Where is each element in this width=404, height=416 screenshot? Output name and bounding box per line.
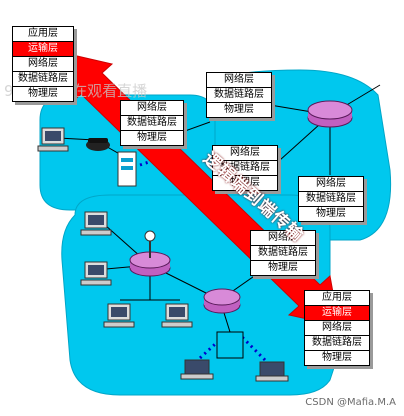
server-icon <box>117 151 137 187</box>
layer-label: 应用层 <box>13 27 73 42</box>
protocol-stack-router-b: 网络层数据链路层物理层 <box>206 72 272 118</box>
layer-label: 网络层 <box>251 231 315 246</box>
desktop-computer-icon <box>103 303 135 328</box>
desktop-computer-icon <box>80 211 112 236</box>
layer-label: 网络层 <box>13 57 73 72</box>
router-icon <box>307 100 353 128</box>
layer-label: 物理层 <box>224 104 254 115</box>
layer-label: 网络层 <box>207 73 271 88</box>
desktop-computer-icon <box>37 127 69 152</box>
layer-label: 物理层 <box>137 132 167 143</box>
antenna-icon <box>144 230 156 258</box>
layer-label: 数据链路层 <box>299 192 363 207</box>
source-credit: CSDN @Mafia.M.A <box>305 397 396 408</box>
desktop-computer-icon <box>80 261 112 286</box>
desktop-computer-icon <box>161 303 193 328</box>
layer-label: 网络层 <box>121 101 183 116</box>
wireless-links <box>139 148 267 362</box>
layer-label: 物理层 <box>28 88 58 99</box>
layer-label: 物理层 <box>230 177 260 188</box>
layer-label: 运输层 <box>13 42 73 57</box>
layer-label: 数据链路层 <box>13 72 73 87</box>
layer-label: 数据链路层 <box>251 246 315 261</box>
layer-label: 网络层 <box>213 146 277 161</box>
layer-label: 数据链路层 <box>305 336 369 351</box>
layer-label: 应用层 <box>305 291 369 306</box>
laptop-icon <box>255 361 289 382</box>
layer-label: 物理层 <box>316 208 346 219</box>
layer-label: 运输层 <box>305 306 369 321</box>
layer-label: 物理层 <box>268 262 298 273</box>
layer-label: 数据链路层 <box>207 88 271 103</box>
switch-icon <box>216 331 244 359</box>
layer-label: 数据链路层 <box>121 116 183 131</box>
laptop-icon <box>180 359 214 380</box>
layer-label: 网络层 <box>299 177 363 192</box>
router-icon <box>129 251 171 277</box>
layer-label: 网络层 <box>305 321 369 336</box>
protocol-stack-router-d: 网络层数据链路层物理层 <box>298 176 364 222</box>
protocol-stack-router-e: 网络层数据链路层物理层 <box>250 230 316 276</box>
layer-label: 物理层 <box>322 352 352 363</box>
layer-label: 数据链路层 <box>213 161 277 176</box>
protocol-stack-host-right: 应用层运输层网络层数据链路层物理层 <box>304 290 370 366</box>
protocol-stack-router-a: 网络层数据链路层物理层 <box>120 100 184 146</box>
protocol-stack-router-c: 网络层数据链路层物理层 <box>212 145 278 191</box>
telephone-icon <box>86 138 110 151</box>
protocol-stack-host-left: 应用层运输层网络层数据链路层物理层 <box>12 26 74 102</box>
router-icon <box>203 288 241 314</box>
